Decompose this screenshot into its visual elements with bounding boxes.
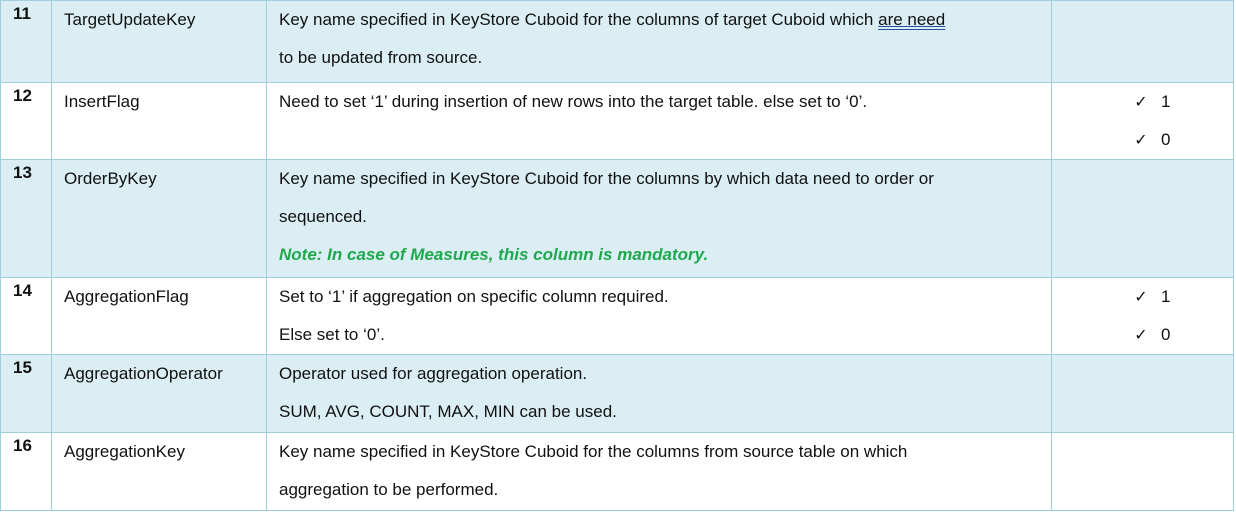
table-row: 11 TargetUpdateKey Key name specified in… [0, 0, 1234, 83]
parameter-name-cell: AggregationFlag [51, 277, 267, 355]
values-cell [1051, 354, 1234, 433]
parameter-name: InsertFlag [64, 92, 140, 111]
description-line: to be updated from source. [279, 48, 483, 67]
value-text: 1 [1161, 287, 1171, 306]
description-text: Key name specified in KeyStore Cuboid fo… [279, 10, 879, 29]
checkmark-icon: ✓ [1134, 92, 1148, 111]
description-cell: Key name specified in KeyStore Cuboid fo… [266, 159, 1052, 278]
value-text: 0 [1161, 130, 1171, 149]
description-cell: Key name specified in KeyStore Cuboid fo… [266, 0, 1052, 83]
parameter-name-cell: AggregationOperator [51, 354, 267, 433]
table-row: 16 AggregationKey Key name specified in … [0, 432, 1234, 511]
description-underlined-text: are need [878, 10, 946, 29]
description-cell: Key name specified in KeyStore Cuboid fo… [266, 432, 1052, 511]
parameter-name-cell: TargetUpdateKey [51, 0, 267, 83]
checkmark-icon: ✓ [1134, 287, 1148, 306]
table-row: 14 AggregationFlag Set to ‘1’ if aggrega… [0, 277, 1234, 355]
note-text: Note: In case of Measures, this column i… [279, 245, 709, 264]
description-cell: Operator used for aggregation operation.… [266, 354, 1052, 433]
row-number-cell: 11 [0, 0, 52, 83]
value-item: ✓0 [1064, 316, 1223, 354]
row-number-cell: 13 [0, 159, 52, 278]
description-line: Set to ‘1’ if aggregation on specific co… [279, 287, 669, 306]
values-cell [1051, 0, 1234, 83]
description-line: Key name specified in KeyStore Cuboid fo… [279, 442, 908, 461]
description-line: SUM, AVG, COUNT, MAX, MIN can be used. [279, 402, 617, 421]
checkmark-icon: ✓ [1134, 325, 1148, 344]
row-number: 12 [13, 86, 32, 105]
parameter-name: AggregationFlag [64, 287, 189, 306]
row-number-cell: 15 [0, 354, 52, 433]
parameter-name: OrderByKey [64, 169, 157, 188]
table-row: 15 AggregationOperator Operator used for… [0, 354, 1234, 433]
row-number-cell: 12 [0, 82, 52, 160]
values-cell [1051, 432, 1234, 511]
values-cell [1051, 159, 1234, 278]
description-line: aggregation to be performed. [279, 480, 499, 499]
parameter-name-cell: InsertFlag [51, 82, 267, 160]
parameter-name-cell: OrderByKey [51, 159, 267, 278]
table-row: 12 InsertFlag Need to set ‘1’ during ins… [0, 82, 1234, 160]
parameter-name-cell: AggregationKey [51, 432, 267, 511]
parameter-name: AggregationOperator [64, 364, 223, 383]
values-cell: ✓1 ✓0 [1051, 82, 1234, 160]
table-row: 13 OrderByKey Key name specified in KeyS… [0, 159, 1234, 278]
description-line: Need to set ‘1’ during insertion of new … [279, 92, 868, 111]
description-line: Key name specified in KeyStore Cuboid fo… [279, 1, 1041, 39]
value-item: ✓1 [1064, 278, 1223, 316]
row-number: 14 [13, 281, 32, 300]
description-line: sequenced. [279, 207, 367, 226]
row-number-cell: 14 [0, 277, 52, 355]
value-text: 0 [1161, 325, 1171, 344]
value-item: ✓1 [1064, 83, 1223, 121]
values-cell: ✓1 ✓0 [1051, 277, 1234, 355]
row-number: 16 [13, 436, 32, 455]
parameter-name: AggregationKey [64, 442, 185, 461]
description-line: Key name specified in KeyStore Cuboid fo… [279, 169, 934, 188]
row-number: 11 [13, 4, 31, 23]
description-line: Operator used for aggregation operation. [279, 364, 588, 383]
row-number-cell: 16 [0, 432, 52, 511]
row-number: 15 [13, 358, 32, 377]
description-cell: Need to set ‘1’ during insertion of new … [266, 82, 1052, 160]
description-cell: Set to ‘1’ if aggregation on specific co… [266, 277, 1052, 355]
row-number: 13 [13, 163, 32, 182]
checkmark-icon: ✓ [1134, 130, 1148, 149]
value-item: ✓0 [1064, 121, 1223, 159]
value-text: 1 [1161, 92, 1171, 111]
description-line: Else set to ‘0’. [279, 325, 385, 344]
parameter-name: TargetUpdateKey [64, 10, 196, 29]
